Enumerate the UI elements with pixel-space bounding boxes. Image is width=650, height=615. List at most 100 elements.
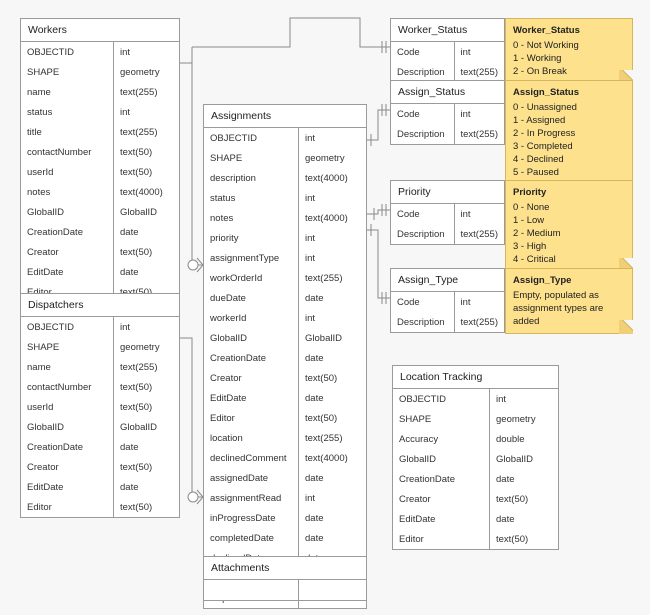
field-name: CreationDate — [204, 348, 299, 368]
entity-title: Assignments — [204, 105, 366, 128]
note-line: 2 - Medium — [513, 228, 561, 239]
note-line: 1 - Low — [513, 215, 545, 226]
field-type: int — [305, 232, 316, 244]
field-name: GlobalID — [21, 417, 114, 437]
field-type: text(50) — [120, 381, 153, 393]
note-line: 4 - Critical — [513, 254, 556, 265]
field-name: userId — [21, 397, 114, 417]
field-type: date — [305, 352, 324, 364]
note-line: 5 - Paused — [513, 167, 559, 178]
field-name: Editor — [21, 497, 114, 517]
field-row: CreationDate date — [204, 348, 366, 368]
field-name: description — [204, 168, 299, 188]
field-name: status — [21, 102, 114, 122]
field-type: int — [305, 192, 316, 204]
field-name: workerId — [204, 308, 299, 328]
field-name: Description — [391, 62, 455, 82]
field-name: SHAPE — [204, 148, 299, 168]
field-name: CreationDate — [21, 437, 114, 457]
field-name: GlobalID — [204, 328, 299, 348]
field-name: OBJECTID — [21, 42, 114, 62]
field-type: geometry — [305, 152, 345, 164]
field-type: date — [120, 441, 139, 453]
note-title: Worker_Status — [513, 25, 580, 36]
field-type: text(50) — [120, 166, 153, 178]
field-name: Code — [391, 204, 455, 224]
field-type: text(4000) — [120, 186, 163, 198]
field-name: Description — [391, 312, 455, 332]
field-type: int — [460, 296, 471, 308]
field-type: double — [496, 433, 525, 445]
field-name: Editor — [393, 529, 490, 549]
field-name: Accuracy — [393, 429, 490, 449]
field-name: OBJECTID — [21, 317, 114, 337]
field-type: text(50) — [120, 246, 153, 258]
field-name: EditDate — [204, 388, 299, 408]
field-name: priority — [204, 228, 299, 248]
field-type: text(50) — [120, 501, 153, 513]
field-row: Accuracy double — [393, 429, 558, 449]
field-row: priority int — [204, 228, 366, 248]
note-line: 3 - High — [513, 241, 547, 252]
field-type: text(255) — [305, 272, 343, 284]
field-name: SHAPE — [393, 409, 490, 429]
field-name: assignedDate — [204, 468, 299, 488]
field-row: userId text(50) — [21, 397, 179, 417]
field-row: status int — [204, 188, 366, 208]
field-name: CreationDate — [393, 469, 490, 489]
field-row: CreationDate date — [21, 437, 179, 457]
field-name: Code — [391, 292, 455, 312]
note-line: 0 - Unassigned — [513, 102, 577, 113]
field-name: GlobalID — [21, 202, 114, 222]
field-name: contactNumber — [21, 377, 114, 397]
field-name: OBJECTID — [204, 128, 299, 148]
field-type: int — [460, 208, 471, 220]
entity-title: Worker_Status — [391, 19, 504, 42]
field-type: date — [120, 226, 139, 238]
entity-attachments[interactable]: Attachments — [203, 556, 367, 601]
field-name: assignmentType — [204, 248, 299, 268]
entity-title: Assign_Type — [391, 269, 504, 292]
field-name: SHAPE — [21, 62, 114, 82]
field-type: text(50) — [120, 401, 153, 413]
note-fold-corner-icon — [619, 320, 633, 334]
field-name: Code — [391, 42, 455, 62]
field-row: contactNumber text(50) — [21, 377, 179, 397]
field-name: EditDate — [393, 509, 490, 529]
note-line: 3 - Completed — [513, 141, 573, 152]
field-type: geometry — [120, 341, 160, 353]
field-name: Creator — [393, 489, 490, 509]
field-name: status — [204, 188, 299, 208]
